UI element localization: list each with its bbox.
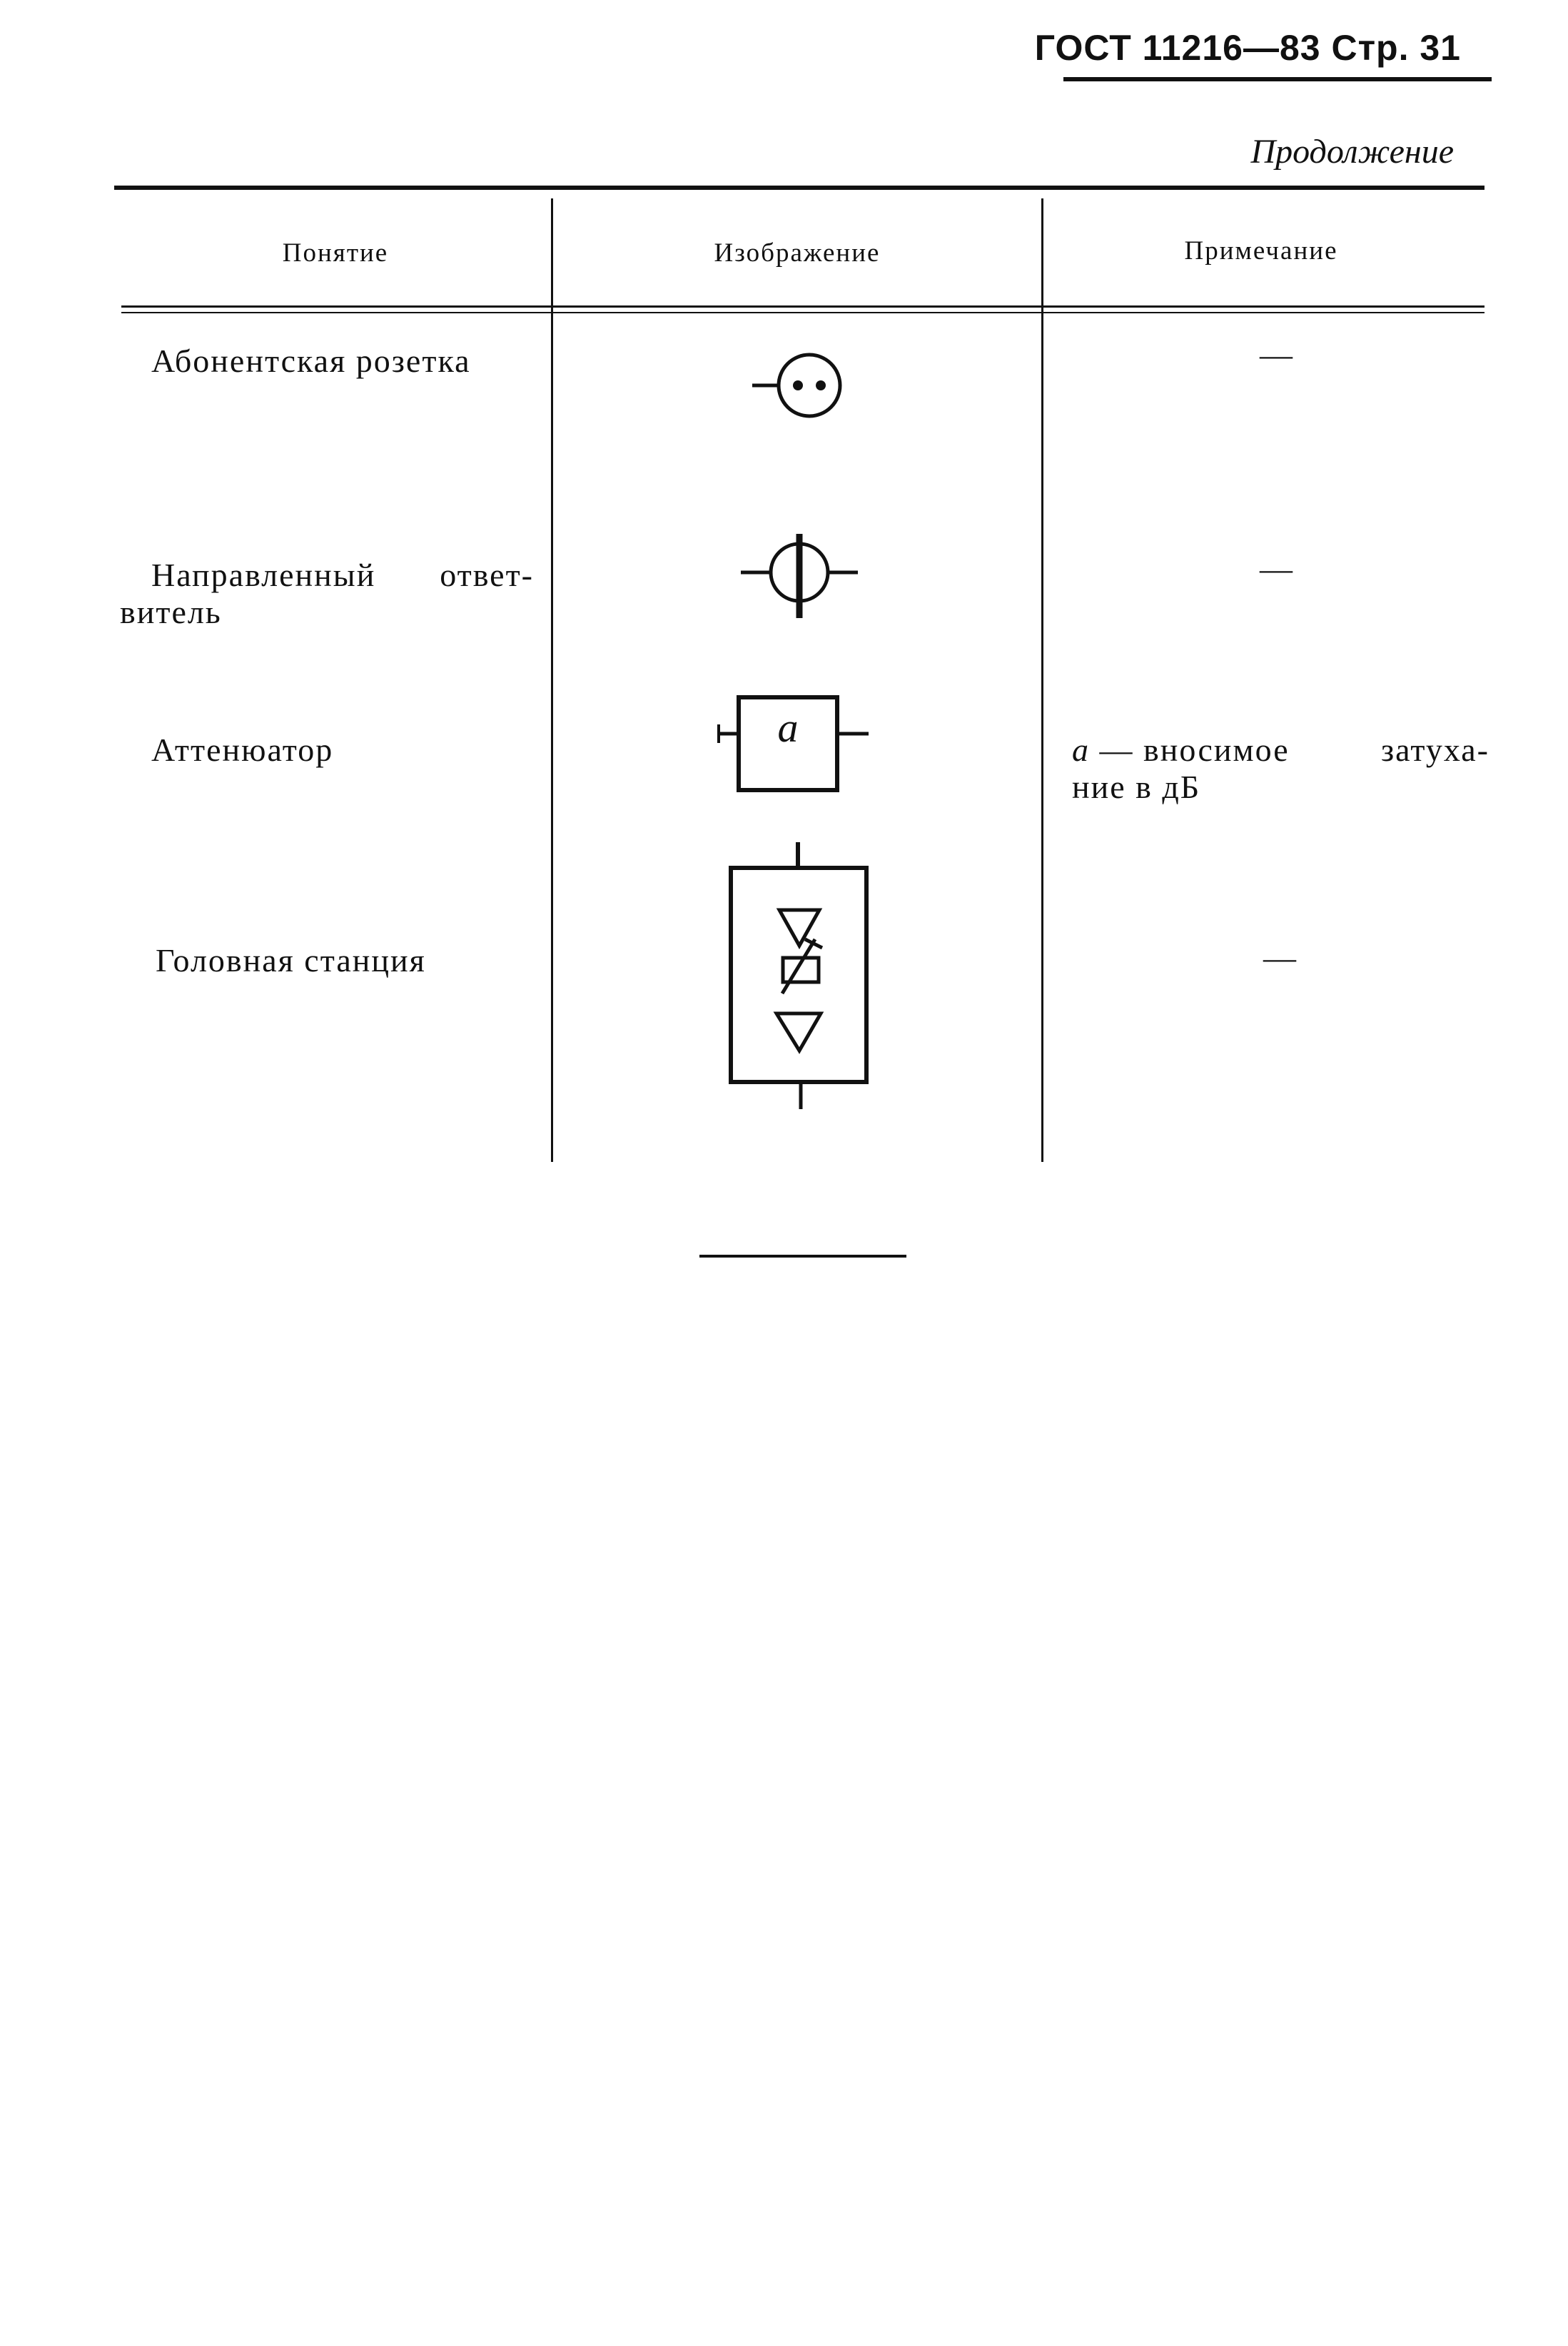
- note-attenuator: a — вносимое затуха- ние в дБ: [1072, 732, 1489, 806]
- attenuator-symbol: a: [710, 689, 881, 796]
- continuation-label: Продолжение: [1250, 133, 1454, 171]
- table-top-rule: [114, 186, 1484, 190]
- header-rule: [1063, 77, 1492, 81]
- term-head-end-station: Головная станция: [156, 942, 426, 979]
- note-line-1: — вносимое: [1090, 732, 1290, 768]
- column-divider-1: [551, 198, 553, 1162]
- head-end-station-symbol: [729, 842, 869, 1109]
- header-bottom-rule-2: [121, 312, 1484, 313]
- column-header-concept: Понятие: [282, 238, 389, 268]
- term-line-2: витель: [120, 594, 222, 630]
- term-attenuator: Аттенюатор: [151, 732, 334, 768]
- term-directional-coupler: Направленный ответ- витель: [120, 557, 534, 631]
- note-line-1-right: затуха-: [1380, 732, 1489, 768]
- term-line-1-right: ответ-: [440, 557, 534, 593]
- directional-coupler-symbol: [741, 534, 858, 618]
- note-line-2: ние в дБ: [1072, 769, 1201, 805]
- note-subscriber-outlet: —: [1260, 336, 1293, 373]
- note-italic-a: a: [1072, 732, 1090, 768]
- subscriber-outlet-symbol: [752, 353, 842, 418]
- term-line-1-left: Направленный: [151, 557, 376, 593]
- column-header-note: Примечание: [1184, 236, 1338, 266]
- term-subscriber-outlet: Абонентская розетка: [151, 343, 471, 379]
- end-rule: [699, 1255, 906, 1258]
- note-head-end-station: —: [1263, 939, 1296, 976]
- note-directional-coupler: —: [1260, 550, 1293, 587]
- page-header: ГОСТ 11216—83 Стр. 31: [1034, 28, 1461, 68]
- column-header-image: Изображение: [714, 238, 881, 268]
- header-bottom-rule: [121, 305, 1484, 308]
- column-divider-2: [1041, 198, 1043, 1162]
- attenuator-label: a: [777, 704, 799, 751]
